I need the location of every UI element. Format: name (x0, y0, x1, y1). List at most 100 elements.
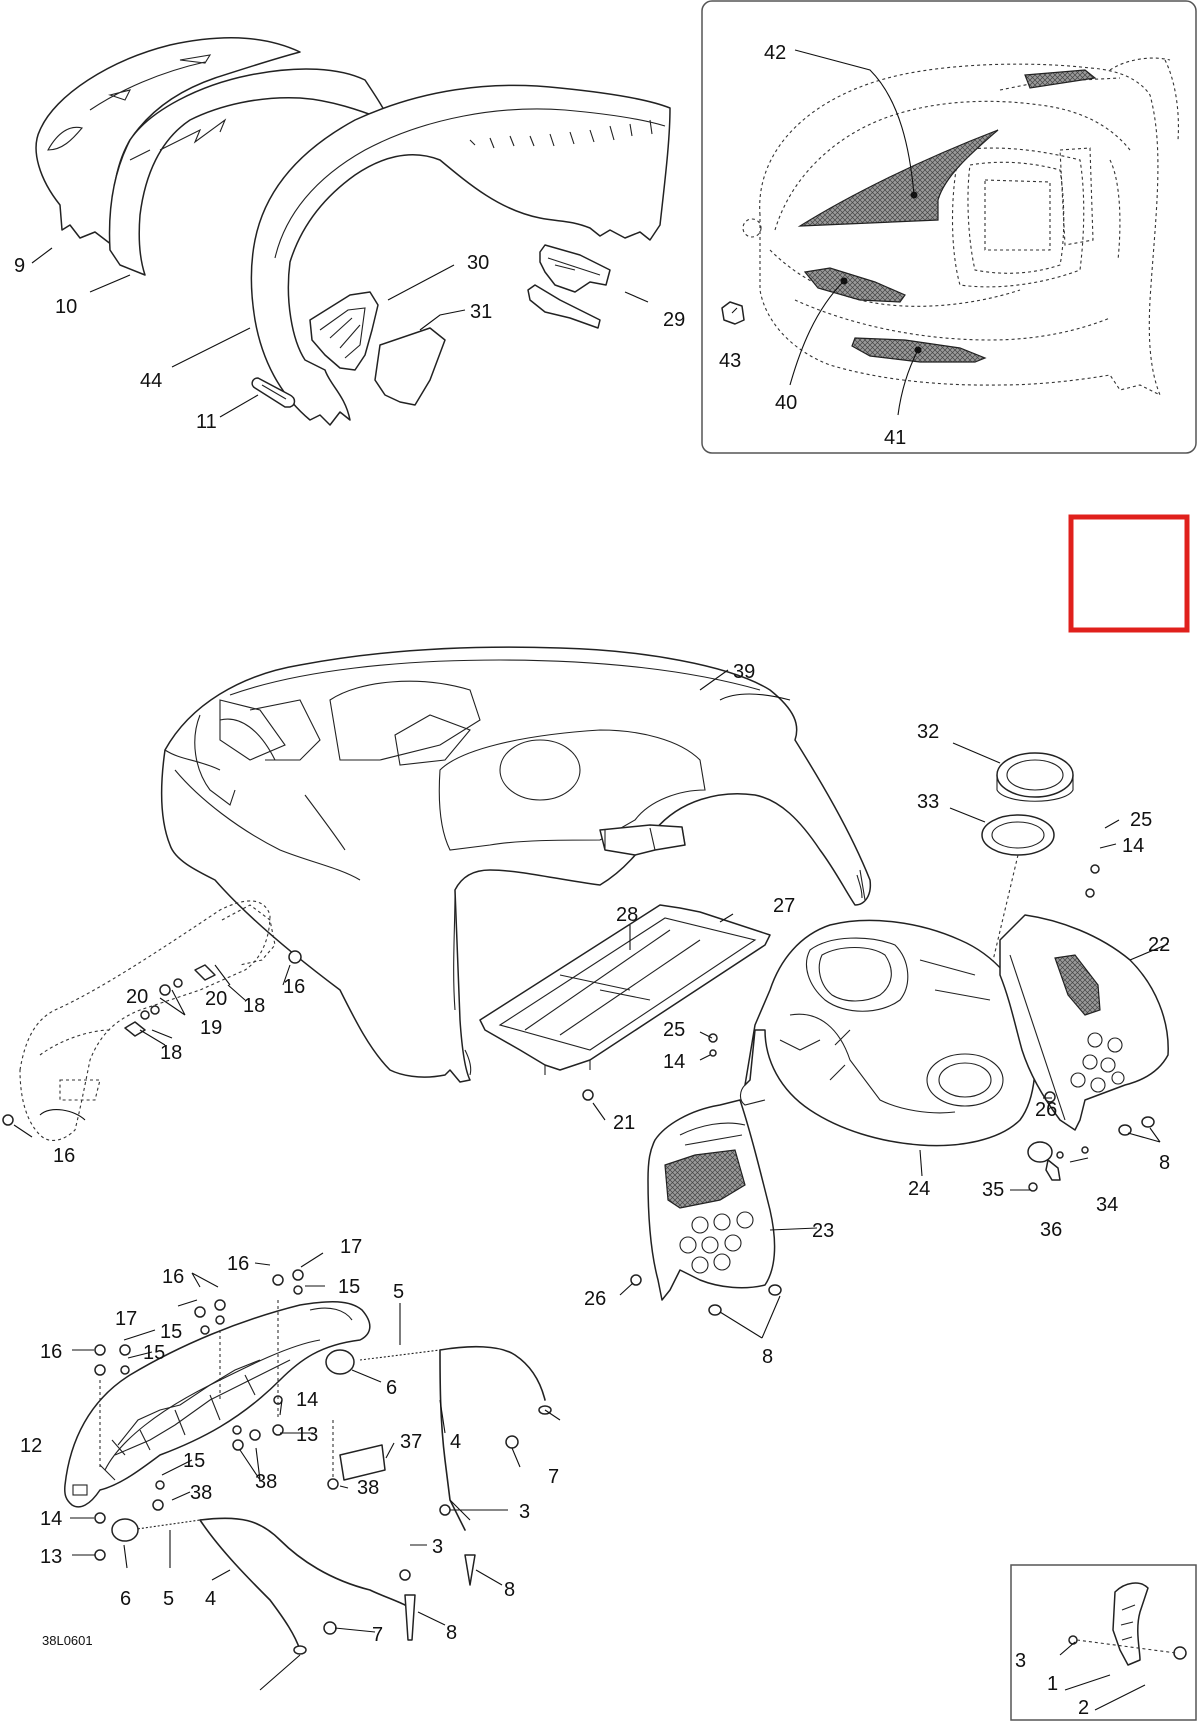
callout-43: 43 (719, 350, 741, 372)
left-fender-group (2, 900, 302, 1141)
highlight-box (1068, 514, 1190, 633)
inset-frame-small (1010, 1564, 1197, 1721)
callout-23: 23 (812, 1220, 834, 1242)
part-31-plate (374, 327, 446, 406)
callout-14-right: 14 (1122, 835, 1144, 857)
part-37-plate (339, 1444, 386, 1481)
callout-15-b: 15 (160, 1321, 182, 1343)
callout-30: 30 (467, 252, 489, 274)
part-1-bracket (1112, 1582, 1149, 1666)
inset-frame (701, 0, 1197, 454)
callout-39: 39 (733, 661, 755, 683)
callout-38-b: 38 (190, 1482, 212, 1504)
callout-9: 9 (14, 255, 25, 277)
callout-40: 40 (775, 392, 797, 414)
main-cover-group (160, 646, 872, 1083)
callout-25-right: 25 (1130, 809, 1152, 831)
callout-16-e: 16 (40, 1341, 62, 1363)
front-cover-group (35, 37, 671, 426)
callout-34: 34 (1096, 1194, 1118, 1216)
callout-16-b: 16 (53, 1145, 75, 1167)
part-7-screw (505, 1435, 519, 1449)
callout-22: 22 (1148, 934, 1170, 956)
part-4-cable-lower (199, 1517, 406, 1651)
callout-27: 27 (773, 895, 795, 917)
callout-labels: 9 10 44 11 30 31 29 42 43 40 41 39 32 33… (14, 42, 1170, 1719)
callout-7-b: 7 (372, 1624, 383, 1646)
callout-5-a: 5 (393, 1281, 404, 1303)
callout-36: 36 (1040, 1219, 1062, 1241)
part-18-spacer (194, 964, 216, 981)
part-28-pad (599, 824, 686, 856)
part-22-mesh (1054, 954, 1101, 1016)
callout-26-mid: 26 (584, 1288, 606, 1310)
callout-6-a: 6 (386, 1377, 397, 1399)
part-16-nut (288, 950, 302, 964)
callout-8-a: 8 (504, 1579, 515, 1601)
callout-37: 37 (400, 1431, 422, 1453)
callout-14-a: 14 (296, 1389, 318, 1411)
callout-4-a: 4 (450, 1431, 461, 1453)
callout-35: 35 (982, 1179, 1004, 1201)
part-44-body-panel (250, 84, 671, 426)
callout-3-c: 3 (1015, 1650, 1026, 1672)
callout-28: 28 (616, 904, 638, 926)
callout-38-a: 38 (255, 1471, 277, 1493)
part-12-bracket (64, 1300, 371, 1508)
callout-16-c: 16 (227, 1253, 249, 1275)
callout-13-a: 13 (296, 1424, 318, 1446)
part-22-right-panel (999, 914, 1169, 1131)
callout-31: 31 (470, 301, 492, 323)
callout-leaders (13, 247, 1169, 1633)
callout-38-c: 38 (357, 1477, 379, 1499)
callout-5-b: 5 (163, 1588, 174, 1610)
part-24-console (744, 919, 1036, 1147)
callout-6-b: 6 (120, 1588, 131, 1610)
callout-32: 32 (917, 721, 939, 743)
callout-14-b: 14 (40, 1508, 62, 1530)
callout-26-right: 26 (1035, 1099, 1057, 1121)
callout-44: 44 (140, 370, 162, 392)
callout-20-b: 20 (205, 988, 227, 1010)
callout-7-a: 7 (548, 1466, 559, 1488)
callout-20-a: 20 (126, 986, 148, 1008)
callout-17-b: 17 (115, 1308, 137, 1330)
part-21-screw (582, 1089, 594, 1101)
part-23-mesh (664, 1149, 746, 1209)
callout-10: 10 (55, 296, 77, 318)
inset-bottom-right (1010, 1564, 1197, 1721)
callout-12: 12 (20, 1435, 42, 1457)
callout-18-b: 18 (160, 1042, 182, 1064)
callout-41: 41 (884, 427, 906, 449)
callout-15-d: 15 (183, 1450, 205, 1472)
part-5-spring-lower (129, 1519, 201, 1531)
callout-14-mid: 14 (663, 1051, 685, 1073)
part-10-upper-panel (108, 68, 391, 276)
callout-24: 24 (908, 1178, 930, 1200)
callout-42: 42 (764, 42, 786, 64)
callout-19: 19 (200, 1017, 222, 1039)
part-33-gasket (981, 814, 1055, 856)
inset-top-right (701, 0, 1197, 454)
part-40-mesh (803, 267, 906, 303)
callout-3-b: 3 (432, 1536, 443, 1558)
callout-18-a: 18 (243, 995, 265, 1017)
part-9-front-cap (35, 37, 301, 246)
part-8-rivet (464, 1554, 476, 1586)
callout-16-d: 16 (162, 1266, 184, 1288)
callout-15-a: 15 (338, 1276, 360, 1298)
part-27-tray (479, 904, 771, 1071)
drawing-code: 38L0601 (42, 1633, 93, 1648)
callout-16-a: 16 (283, 976, 305, 998)
part-5-spring-upper (359, 1349, 441, 1361)
callout-3-a: 3 (519, 1501, 530, 1523)
callout-8-right: 8 (1159, 1152, 1170, 1174)
callout-4-b: 4 (205, 1588, 216, 1610)
part-29-bracket (539, 244, 611, 293)
part-25-screw (1090, 864, 1100, 874)
callout-13-b: 13 (40, 1546, 62, 1568)
callout-21: 21 (613, 1112, 635, 1134)
callout-8-b: 8 (446, 1622, 457, 1644)
callout-25-mid: 25 (663, 1019, 685, 1041)
